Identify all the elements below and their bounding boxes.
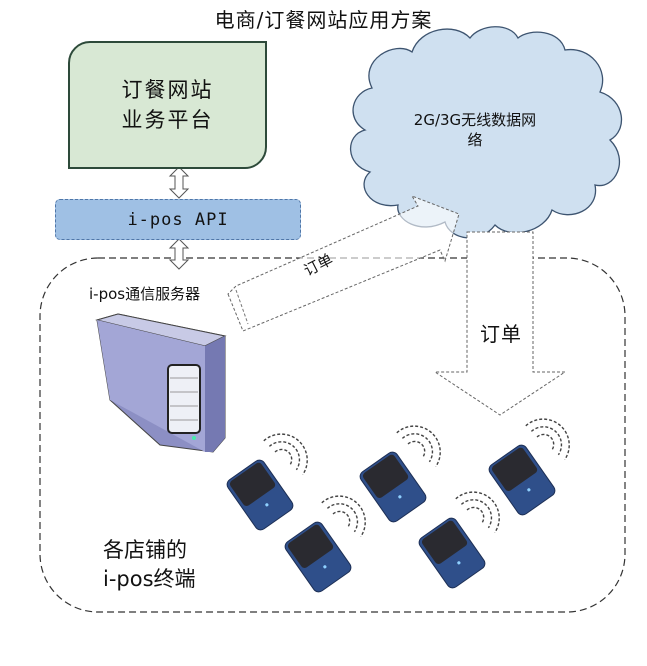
api-label: i-pos API — [127, 209, 229, 230]
wireless-signal-icon — [455, 491, 500, 533]
server-icon — [95, 313, 227, 453]
pos-terminal-icon — [359, 451, 427, 523]
pos-terminal-icon — [488, 444, 556, 516]
pos-terminal-icon — [418, 517, 486, 589]
ordering-platform-box: 订餐网站 业务平台 — [68, 41, 267, 169]
pos-terminal-icon — [226, 459, 294, 531]
terminals-label-line1: 各店铺的 — [103, 538, 187, 562]
terminals-label-line2: i-pos终端 — [103, 567, 196, 591]
order-arrow-diagonal-inner — [235, 289, 249, 325]
double-arrow-platform-api — [168, 166, 190, 199]
server-label: i-pos通信服务器 — [89, 285, 201, 303]
wireless-signal-icon — [321, 495, 366, 537]
terminals-label: 各店铺的 i-pos终端 — [103, 536, 196, 594]
wireless-signal-icon — [525, 418, 570, 460]
order-arrow-down — [433, 231, 567, 416]
ipos-api-box: i-pos API — [55, 199, 301, 240]
network-label-line1: 2G/3G无线数据网 — [413, 111, 537, 129]
order-arrow-down-label: 订单 — [480, 322, 522, 346]
network-cloud-label: 2G/3G无线数据网 络 — [375, 110, 575, 150]
network-label-line2: 络 — [467, 131, 483, 149]
order-arrow-diagonal — [227, 195, 460, 332]
wireless-signal-icon — [263, 433, 308, 475]
wireless-signal-icon — [396, 425, 441, 467]
platform-label-line1: 订餐网站 — [121, 78, 214, 102]
pos-terminal-icon — [284, 521, 352, 593]
platform-label-line2: 业务平台 — [121, 108, 214, 132]
double-arrow-api-server — [168, 238, 190, 270]
network-cloud — [349, 26, 623, 239]
page-title: 电商/订餐网站应用方案 — [214, 8, 433, 32]
